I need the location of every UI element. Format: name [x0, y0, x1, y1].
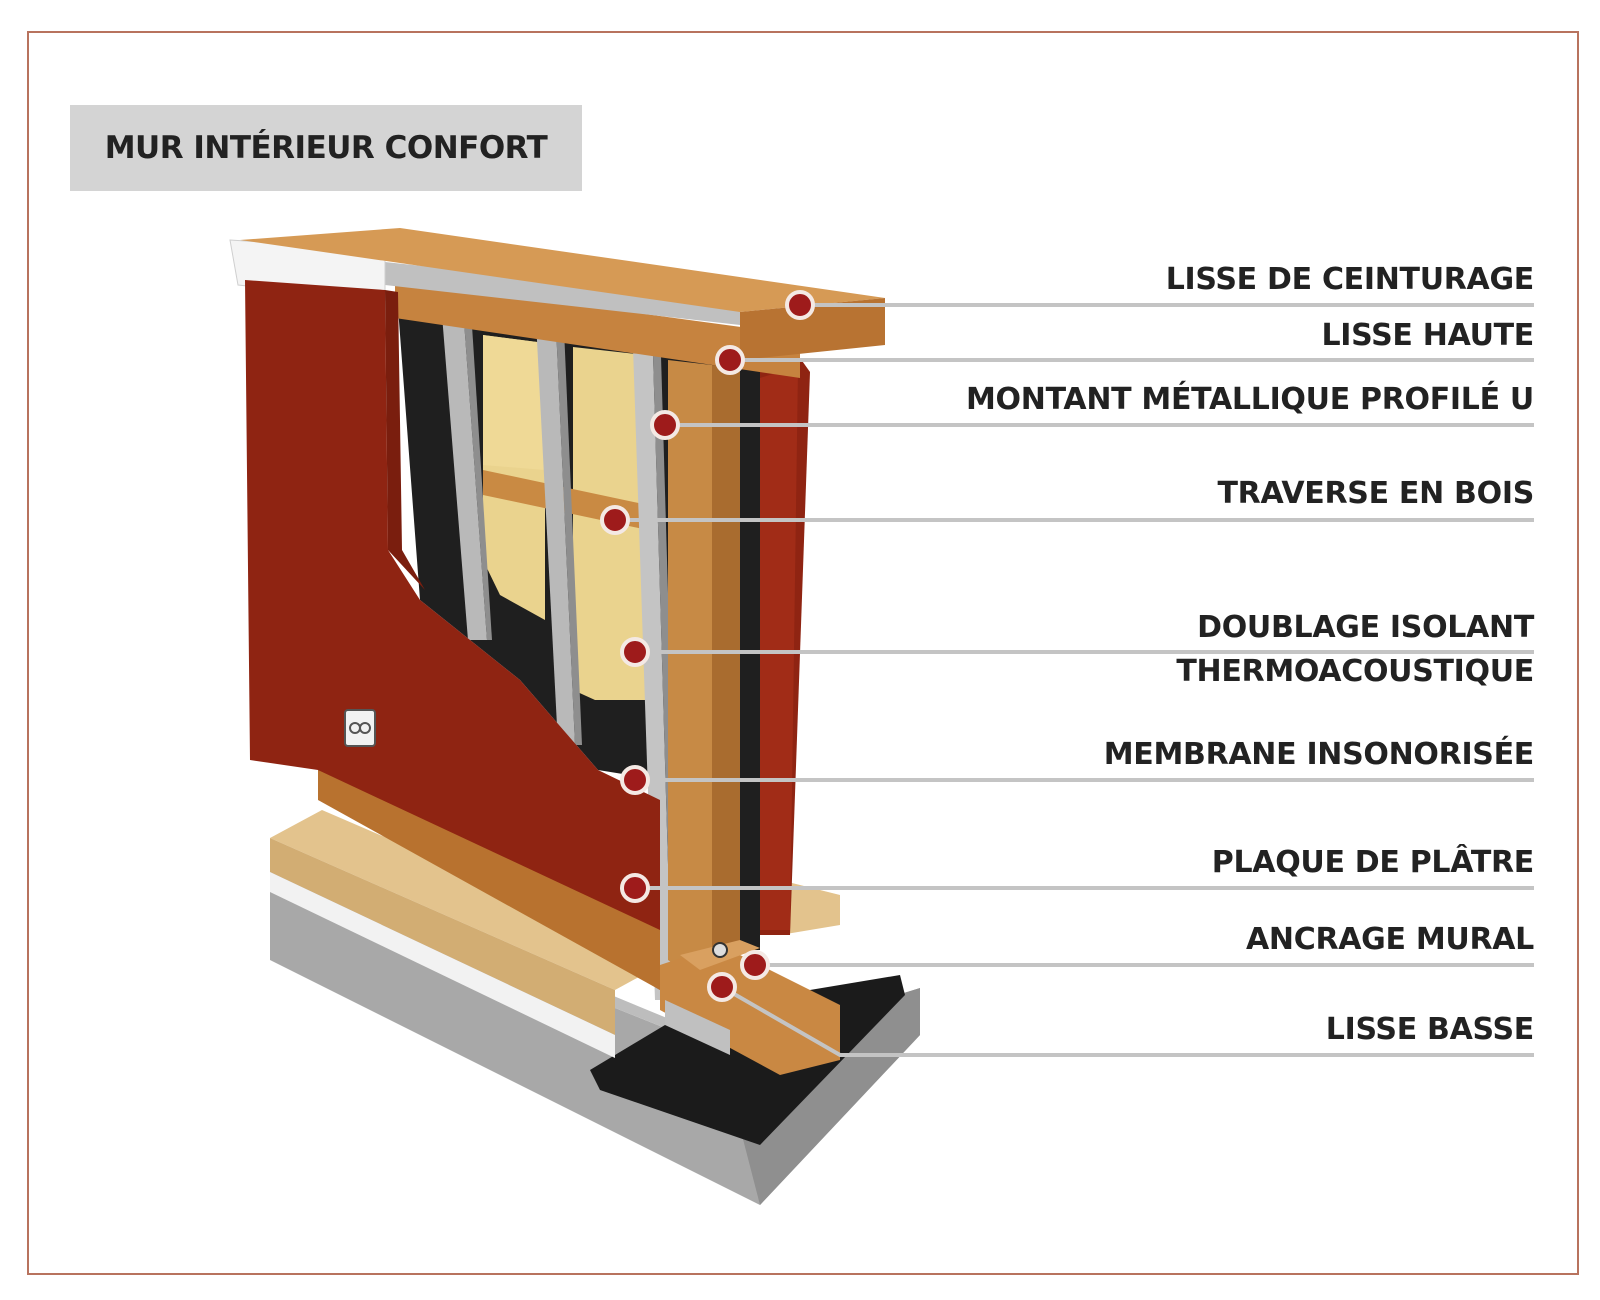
title-box: MUR INTÉRIEUR CONFORT: [70, 105, 582, 191]
marker-membrane: [620, 765, 650, 795]
marker-traverse: [600, 505, 630, 535]
marker-plaque: [620, 873, 650, 903]
marker-lisse-basse: [707, 972, 737, 1002]
top-plate: [395, 280, 800, 378]
leader-lines: [615, 303, 1534, 1057]
marker-ancrage: [740, 950, 770, 980]
label-doublage-line2: THERMOACOUSTIQUE: [1176, 654, 1534, 689]
metal-studs: [440, 290, 680, 1000]
metal-rail: [385, 262, 740, 325]
marker-doublage: [620, 637, 650, 667]
diagram-title: MUR INTÉRIEUR CONFORT: [104, 130, 548, 166]
anchor-bolt: [712, 942, 728, 958]
label-ancrage: ANCRAGE MURAL: [1246, 922, 1534, 957]
label-doublage-line1: DOUBLAGE ISOLANT: [1197, 610, 1534, 645]
label-lisse-basse: LISSE BASSE: [1325, 1012, 1535, 1047]
baseboard: [318, 770, 660, 990]
diagram-frame: [27, 31, 1579, 1275]
label-lisse-haute: LISSE HAUTE: [1321, 318, 1534, 353]
wood-post: [668, 360, 712, 975]
marker-lisse-haute: [715, 345, 745, 375]
label-lisse-ceinturage: LISSE DE CEINTURAGE: [1165, 262, 1535, 297]
ceinture-beam: [240, 228, 885, 360]
wood-floor: [270, 810, 840, 1058]
marker-montant: [650, 410, 680, 440]
label-membrane: MEMBRANE INSONORISÉE: [1103, 737, 1535, 772]
bottom-plate: [660, 945, 840, 1075]
label-montant: MONTANT MÉTALLIQUE PROFILÉ U: [966, 382, 1534, 417]
callout-markers: [600, 290, 815, 1002]
outlet-icon: [344, 709, 376, 747]
plaster-board-front: [245, 280, 660, 990]
marker-lisse-ceinturage: [785, 290, 815, 320]
label-doublage: DOUBLAGE ISOLANT THERMOACOUSTIQUE: [1176, 606, 1534, 694]
label-traverse: TRAVERSE EN BOIS: [1217, 476, 1535, 511]
label-plaque: PLAQUE DE PLÂTRE: [1211, 845, 1535, 880]
